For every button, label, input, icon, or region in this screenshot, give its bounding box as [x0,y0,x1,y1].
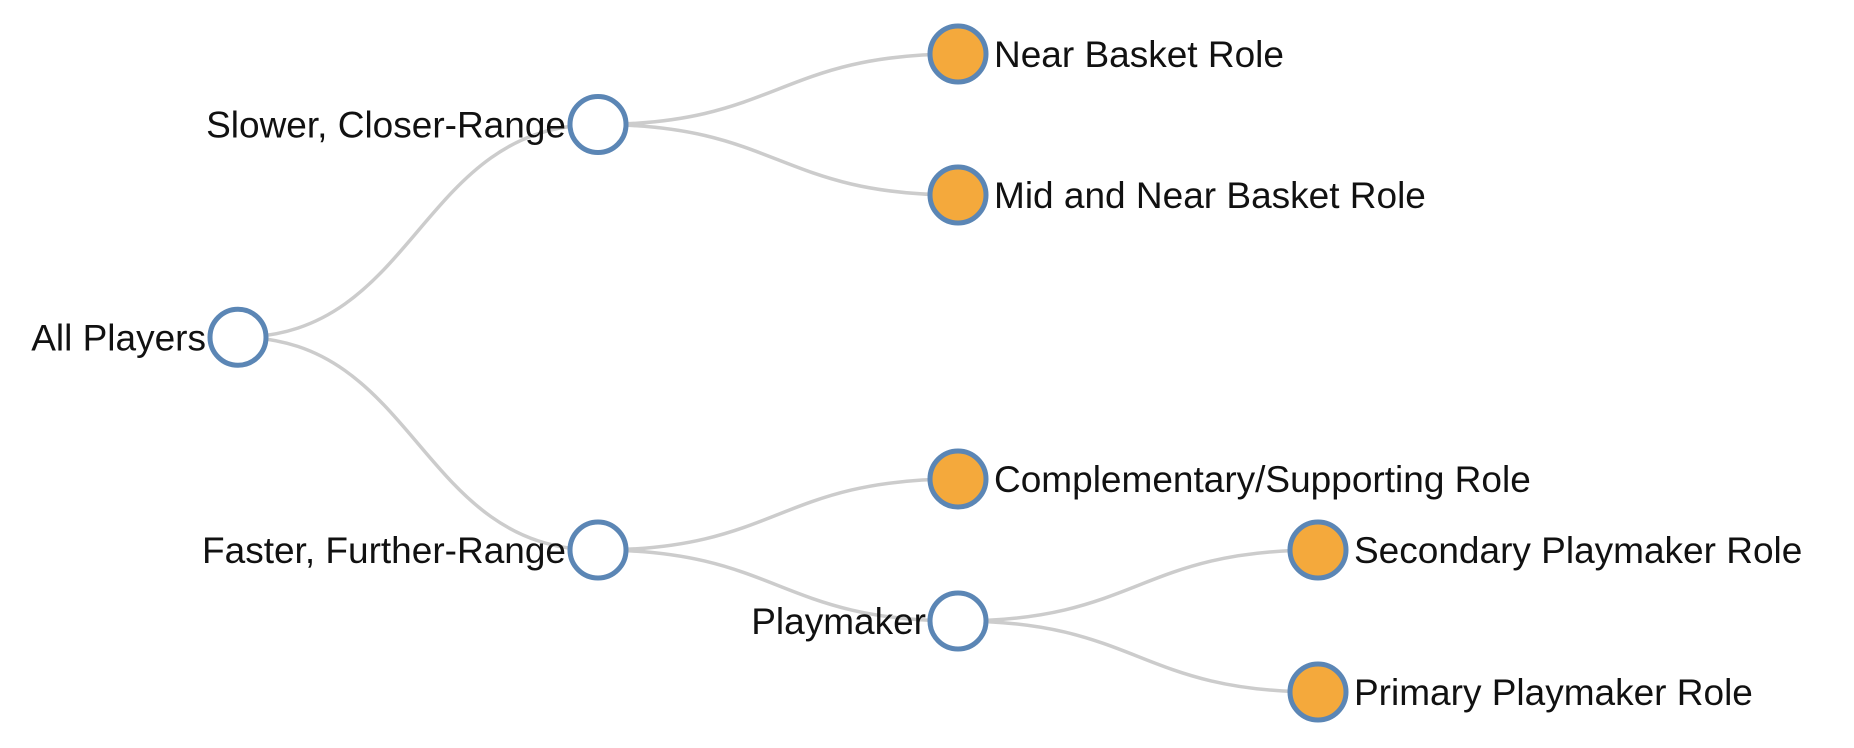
tree-nodes: All Players Slower, Closer-Range Near Bask… [31,23,1802,723]
leaf-node-circle[interactable] [1287,661,1349,723]
link-playmaker-to-primary-playmaker-role [957,619,1319,694]
tree-links [237,52,1319,694]
node-label-slower-closer-range: Slower, Closer-Range [206,105,566,146]
node-secondary-playmaker-role[interactable]: Secondary Playmaker Role [1287,519,1802,581]
node-primary-playmaker-role[interactable]: Primary Playmaker Role [1287,661,1753,723]
link-playmaker-to-secondary-playmaker-role [957,548,1319,623]
node-label-faster-further-range: Faster, Further-Range [202,530,566,571]
node-label-playmaker: Playmaker [751,601,926,642]
node-label-primary-playmaker-role: Primary Playmaker Role [1354,672,1753,713]
node-all-players[interactable]: All Players [31,306,269,368]
node-near-basket-role[interactable]: Near Basket Role [927,23,1284,85]
node-label-near-basket-role: Near Basket Role [994,34,1284,75]
node-label-complementary-supporting-role: Complementary/Supporting Role [994,459,1531,500]
node-mid-and-near-basket-role[interactable]: Mid and Near Basket Role [927,164,1426,226]
leaf-node-circle[interactable] [927,164,989,226]
internal-node-circle[interactable] [207,306,269,368]
leaf-node-circle[interactable] [927,23,989,85]
link-all-players-to-slower-closer-range [237,122,599,339]
node-label-all-players: All Players [31,317,206,358]
node-faster-further-range[interactable]: Faster, Further-Range [202,519,629,581]
node-label-secondary-playmaker-role: Secondary Playmaker Role [1354,530,1802,571]
link-faster-further-range-to-playmaker [597,548,959,623]
node-slower-closer-range[interactable]: Slower, Closer-Range [206,94,629,155]
node-playmaker[interactable]: Playmaker [751,590,989,652]
link-slower-closer-range-to-mid-and-near-basket-role [597,122,959,197]
link-slower-closer-range-to-near-basket-role [597,52,959,127]
link-all-players-to-faster-further-range [237,335,599,552]
internal-node-circle[interactable] [567,94,629,155]
leaf-node-circle[interactable] [927,448,989,510]
link-faster-further-range-to-complementary-supporting-role [597,477,959,552]
internal-node-circle[interactable] [927,590,989,652]
node-label-mid-and-near-basket-role: Mid and Near Basket Role [994,175,1426,216]
leaf-node-circle[interactable] [1287,519,1349,581]
node-complementary-supporting-role[interactable]: Complementary/Supporting Role [927,448,1531,510]
internal-node-circle[interactable] [567,519,629,581]
